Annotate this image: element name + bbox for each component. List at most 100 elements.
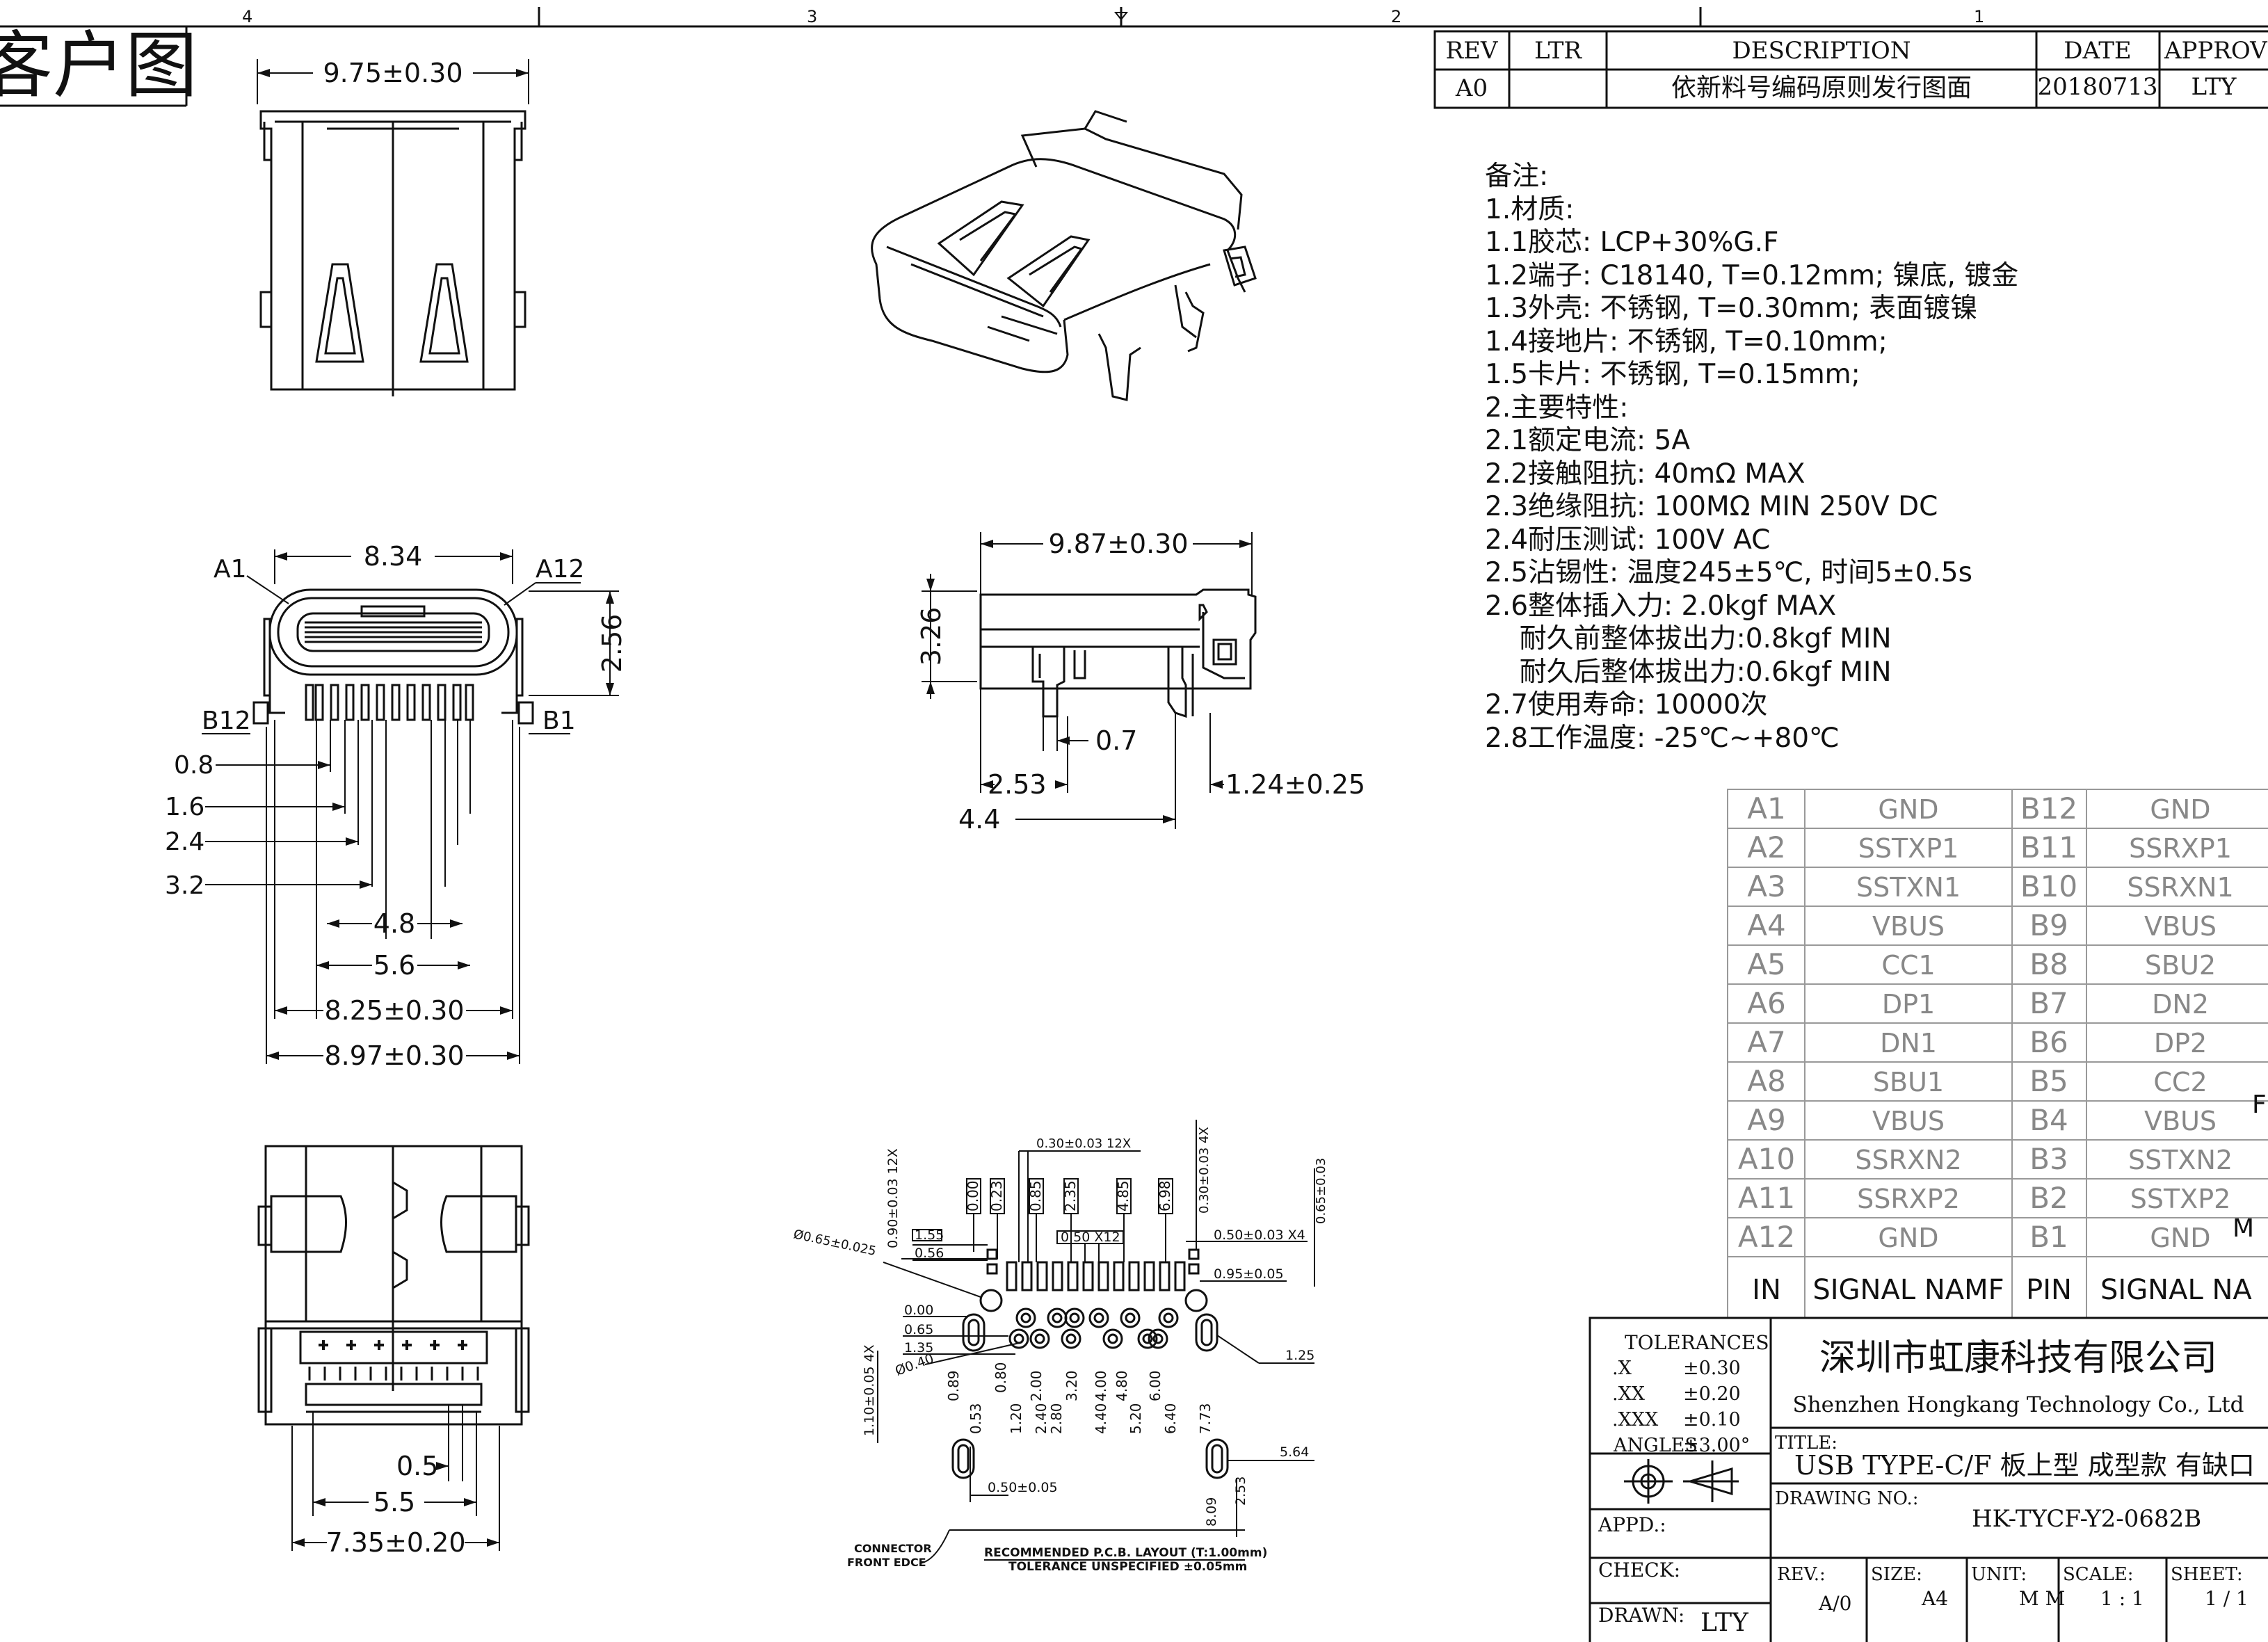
pcb-left-dim: Ø0.65±0.025 (792, 1227, 878, 1259)
pin-signal: SSTXN1 (1856, 872, 1961, 903)
pin-table-footer: SIGNAL NAMF (1812, 1274, 2004, 1306)
pcb-left-dim: 0.56 (915, 1246, 944, 1261)
tol-value: ±3.00° (1683, 1435, 1750, 1456)
drawing-no: HK-TYCF-Y2-0682B (1972, 1505, 2201, 1533)
unit-label: UNIT: (1971, 1564, 2027, 1585)
drawn-label: DRAWN: (1598, 1604, 1684, 1627)
pitch-dim: 0.8 (174, 751, 214, 780)
top-view: 9.75±0.30 (257, 58, 529, 396)
pcb-bottom-col: 3.20 (1063, 1370, 1080, 1401)
pin-signal: SBU2 (2145, 950, 2216, 981)
pin-id: B2 (2029, 1181, 2068, 1215)
pin-id: B12 (2020, 791, 2077, 826)
note-line: 1.4接地片: 不锈钢, T=0.10mm; (1485, 325, 1888, 357)
appd-label: APPD.: (1598, 1513, 1666, 1536)
note-line: 1.3外壳: 不锈钢, T=0.30mm; 表面镀镍 (1485, 293, 1978, 324)
note-line: 耐久后整体拔出力:0.6kgf MIN (1485, 656, 1892, 688)
side-view-length: 9.87±0.30 (1048, 529, 1188, 559)
pcb-left-dim: 0.90±0.03 12X (885, 1148, 901, 1248)
drawing-title: USB TYPE-C/F 板上型 成型款 有缺口 (1794, 1450, 2255, 1481)
pin-id: B9 (2029, 908, 2068, 942)
pin-id: B1 (2029, 1220, 2068, 1254)
pin-signal: CC2 (2153, 1067, 2207, 1097)
sheet-value: 1 / 1 (2205, 1587, 2249, 1610)
projection-symbol-icon (1624, 1459, 1739, 1504)
span-dim: 4.8 (373, 908, 415, 939)
note-line: 2.5沾锡性: 温度245±5℃, 时间5±0.5s (1485, 557, 1972, 588)
pcb-pitch: 0.50 X12 (1061, 1230, 1120, 1245)
pcb-y-dim: 0.65 (904, 1322, 933, 1337)
pcb-right-dim: 0.95±0.05 (1214, 1266, 1284, 1282)
tol-key: .X (1612, 1358, 1632, 1379)
pin-signal: SSTXP2 (2130, 1184, 2231, 1214)
company-en: Shenzhen Hongkang Technology Co., Ltd (1792, 1392, 2244, 1417)
pcb-bottom-col: 4.80 (1113, 1370, 1130, 1401)
note-line: 2.2接触阻抗: 40mΩ MAX (1485, 458, 1805, 490)
pcb-right-dim: 1.25 (1285, 1348, 1314, 1363)
front-view-height: 2.56 (597, 614, 627, 673)
drawing-no-label: DRAWING NO.: (1775, 1488, 1919, 1509)
pin-label-b1: B1 (542, 707, 576, 735)
pin-signal: GND (2150, 794, 2210, 825)
pin-signal: SBU1 (1873, 1067, 1944, 1097)
rev-label: REV.: (1777, 1564, 1826, 1585)
pcb-slot-width: 0.50±0.05 (988, 1480, 1058, 1495)
note-line: 2.8工作温度: -25℃~+80℃ (1485, 722, 1840, 754)
iso-view (871, 110, 1257, 401)
pin-id: B7 (2029, 986, 2068, 1020)
title-block: TOLERANCES .X ±0.30 .XX ±0.20 .XXX ±0.10… (1589, 1317, 2268, 1642)
note-line: 2.4耐压测试: 100V AC (1485, 524, 1771, 556)
pin-table-footer: IN (1752, 1274, 1781, 1306)
drawn-by: LTY (1700, 1609, 1749, 1637)
sheet-title: 客户图 (0, 23, 198, 108)
pin-id: B8 (2029, 947, 2068, 981)
pcb-bottom-col: 2.40 (1033, 1403, 1049, 1434)
note-line: 备注: (1485, 161, 1549, 192)
pin-id: A4 (1747, 908, 1785, 942)
pcb-left-dim: 1.55 (915, 1228, 944, 1243)
note-line: 2.1额定电流: 5A (1485, 425, 1691, 456)
note-line: 1.2端子: C18140, T=0.12mm; 镍底, 镀金 (1485, 259, 2019, 291)
span-dim: 8.97±0.30 (324, 1040, 464, 1071)
pin-id: B11 (2020, 830, 2077, 864)
pin-signal: SSTXN2 (2128, 1145, 2233, 1175)
rev-header: REV (1446, 37, 1499, 65)
pcb-top-dim: 0.65±0.03 (1314, 1158, 1328, 1224)
pin-label-b12: B12 (202, 707, 251, 735)
pcb-bottom-col: 6.00 (1147, 1370, 1164, 1401)
zone-number: 2 (1391, 7, 1401, 26)
pin-id: A12 (1738, 1220, 1795, 1254)
approved-value: LTY (2191, 73, 2237, 101)
pin-id: B10 (2020, 869, 2077, 903)
pcb-d564: 5.64 (1280, 1444, 1309, 1460)
tolerances-title: TOLERANCES (1625, 1331, 1769, 1354)
ltr-header: LTR (1534, 37, 1582, 65)
company-cn: 深圳市虹康科技有限公司 (1819, 1337, 2217, 1379)
pin-id: A11 (1738, 1181, 1795, 1215)
size-label: SIZE: (1871, 1564, 1922, 1585)
pcb-top-dim: 0.30±0.03 12X (1036, 1136, 1131, 1151)
pcb-d253: 2.53 (1233, 1476, 1248, 1506)
pcb-edge-label: FRONT EDCE (847, 1556, 926, 1569)
span-dim: 8.25±0.30 (324, 995, 464, 1026)
scale-value: 1 : 1 (2100, 1587, 2144, 1610)
date-header: DATE (2064, 37, 2131, 65)
bottom-view-d3: 7.35±0.20 (325, 1527, 465, 1558)
pin-signal: VBUS (2144, 911, 2217, 942)
rev-value: A0 (1455, 74, 1488, 102)
edge-mark: F (2252, 1090, 2267, 1119)
check-label: CHECK: (1598, 1559, 1680, 1581)
pcb-bottom-col: 1.20 (1008, 1403, 1024, 1434)
edge-mark: M (2233, 1214, 2254, 1243)
pin-table-footer: SIGNAL NA (2100, 1274, 2252, 1306)
note-line: 耐久前整体拔出力:0.8kgf MIN (1485, 623, 1892, 654)
pcb-right-dim: 0.50±0.03 X4 (1214, 1228, 1305, 1243)
unit-value: M M (2019, 1587, 2065, 1610)
pin-id: B4 (2029, 1103, 2068, 1137)
bottom-view-d1: 0.5 (396, 1451, 438, 1481)
pcb-y-dim: 0.00 (904, 1303, 933, 1318)
pin-label-a1: A1 (214, 555, 247, 583)
side-view-d2: 1.24±0.25 (1225, 769, 1365, 800)
pin-signal: VBUS (1872, 911, 1945, 942)
